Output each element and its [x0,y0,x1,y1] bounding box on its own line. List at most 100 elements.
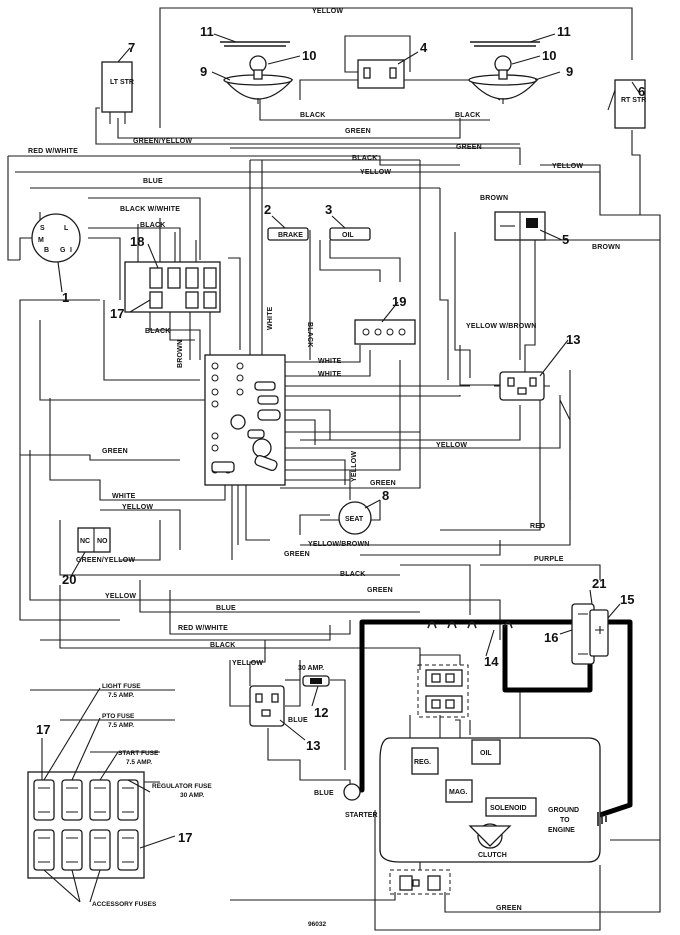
wl-yellow-6: YELLOW [105,593,136,600]
relay-lower [249,685,285,727]
seat-switch: SEAT [338,501,372,535]
ign-pin-m: M [38,237,44,244]
wl-green-6: GREEN [367,587,393,594]
ground-to-label: TO [560,817,570,824]
callout-10-right: 10 [542,48,556,63]
wl-blue-1: BLUE [143,178,163,185]
regulator-fuse-label: REGULATOR FUSE [152,783,212,790]
fuse-row-lower [33,829,139,871]
wl-yellow-brown-w: YELLOW W/BROWN [466,323,536,330]
seat-label: SEAT [345,516,364,523]
fuse-labels: LIGHT FUSE 7.5 AMP. PTO FUSE 7.5 AMP. ST… [92,683,212,908]
clutch-label: CLUTCH [478,852,507,859]
connector-18 [124,261,221,313]
wl-black-7: BLACK [210,642,236,649]
callout-20: 20 [62,572,76,587]
ground-symbol [597,812,607,826]
rt-str-label: RT STR [621,97,646,104]
wl-green-1: GREEN [345,128,371,135]
wl-red-white-2: RED W/WHITE [178,625,228,632]
wl-yellow-3: YELLOW [552,163,583,170]
callout-21: 21 [592,576,606,591]
part-number: 96032 [308,921,326,928]
ign-pin-b: B [44,247,49,254]
relay-upper [494,371,550,401]
callout-17-fuse-lower: 17 [178,830,192,845]
light-switch [357,59,405,89]
wl-black-4: BLACK [140,222,166,229]
wl-red: RED [530,523,545,530]
wl-white-v: WHITE [267,306,274,330]
callout-11-right: 11 [557,24,571,39]
lt-str-component: LT STR [101,61,134,124]
light-fuse-label: LIGHT FUSE [102,683,141,690]
callout-19: 19 [392,294,406,309]
wl-yellow-2: YELLOW [360,169,391,176]
callout-14: 14 [484,654,499,669]
nc-no-switch: NC NO [77,527,111,553]
ground-engine-label: ENGINE [548,827,575,834]
headlight-left [223,55,294,104]
wl-white-3: WHITE [112,493,136,500]
engine-parts: REG. OIL MAG. SOLENOID GROUND TO ENGINE [411,739,579,834]
callout-11-left: 11 [200,24,214,39]
pto-fuse-label: PTO FUSE [102,713,135,720]
wl-blue-2: BLUE [216,605,236,612]
wl-green-2: GREEN [456,144,482,151]
lt-str-label: LT STR [110,79,134,86]
starter-motor: STARTER [343,783,378,819]
callout-9-right: 9 [566,64,573,79]
callout-13-lower: 13 [306,738,320,753]
wl-brown-v: BROWN [177,340,184,368]
callout-4: 4 [420,40,428,55]
wire-labels: YELLOW BLACK BLACK GREEN GREEN/YELLOW RE… [28,8,620,912]
callout-5: 5 [562,232,569,247]
terminal-19 [354,319,416,345]
callout-15: 15 [620,592,634,607]
callout-13-upper: 13 [566,332,580,347]
light-bar-left [220,41,290,47]
wl-white-2: WHITE [318,371,342,378]
wl-yellow-v: YELLOW [351,451,358,482]
control-module [204,354,286,486]
callout-3: 3 [325,202,332,217]
wire-network [7,7,661,931]
diode-block [494,211,546,241]
ground-label: GROUND [548,807,579,814]
start-fuse-amp: 7.5 AMP. [126,759,152,766]
ign-pin-l: L [64,225,69,232]
callout-numbers: 1 2 3 4 5 6 7 8 9 9 10 10 11 11 12 13 13… [36,24,645,845]
wl-yellow-7: YELLOW [232,660,263,667]
callout-17-connector: 17 [110,306,124,321]
callout-8: 8 [382,488,389,503]
light-fuse-amp: 7.5 AMP. [108,692,134,699]
regulator-fuse-amp: 30 AMP. [180,792,204,799]
start-fuse-label: START FUSE [118,750,159,757]
fuse-30-amp: 30 AMP. [298,665,330,687]
wl-brown-2: BROWN [592,244,620,251]
wl-black-5: BLACK [145,328,171,335]
no-label: NO [97,538,108,545]
battery-solenoid [571,603,609,665]
wl-black-white: BLACK W/WHITE [120,206,180,213]
reg-label: REG. [414,759,431,766]
accessory-fuses-label: ACCESSORY FUSES [92,901,157,908]
wl-yellow-5: YELLOW [122,504,153,511]
fuse-30-amp-label: 30 AMP. [298,665,324,672]
ign-pin-s: S [40,225,45,232]
brake-label: BRAKE [278,232,303,239]
callout-1: 1 [62,290,69,305]
callout-17-fuse: 17 [36,722,50,737]
light-bar-right [470,41,540,47]
wl-black-v: BLACK [306,322,313,348]
starter-label: STARTER [345,812,378,819]
callout-7: 7 [128,40,135,55]
callout-10-left: 10 [302,48,316,63]
wl-white-1: WHITE [318,358,342,365]
callout-6: 6 [638,84,645,99]
callout-18: 18 [130,234,144,249]
wl-green-5: GREEN [284,551,310,558]
mag-label: MAG. [449,789,467,796]
fuse-row-upper [33,779,139,821]
diode-block-bottom [389,869,451,895]
